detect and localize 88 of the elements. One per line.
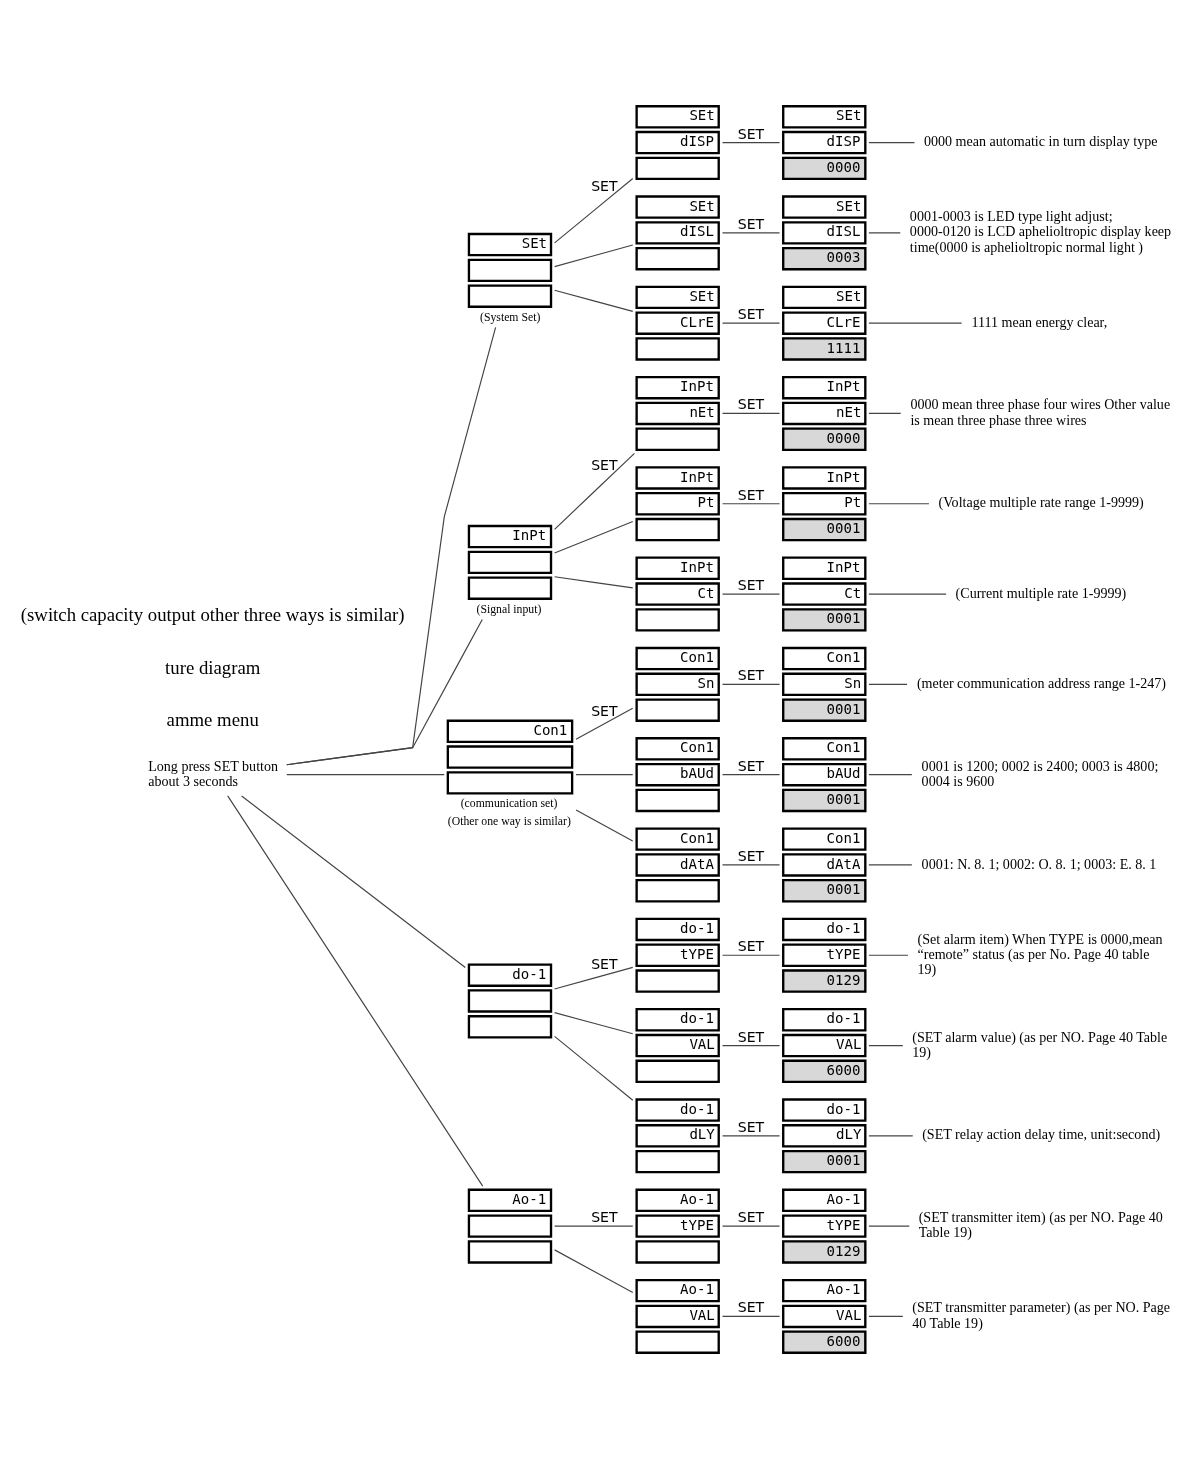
label: (switch capacity output other three ways is similar) xyxy=(20,603,405,625)
connector xyxy=(721,1135,781,1137)
connector xyxy=(575,774,634,776)
connector xyxy=(721,1315,781,1318)
connector xyxy=(554,244,634,268)
edge-label: SET xyxy=(737,215,765,232)
node-text: 0001 is 1200; 0002 is 2400; 0003 is 4800; 0004 is 9600 xyxy=(921,757,1159,789)
edge-label: SET xyxy=(737,1028,765,1045)
node-text: Long press SET button about 3 seconds xyxy=(148,757,279,789)
connector xyxy=(868,141,916,144)
edge-label: SET xyxy=(737,938,765,955)
connector xyxy=(241,795,466,969)
connector xyxy=(868,503,930,505)
edge-label: SET xyxy=(737,396,765,413)
edge-label: SET xyxy=(591,1209,618,1226)
connector xyxy=(721,683,781,685)
connector xyxy=(554,1249,634,1294)
node-text: 0000 mean three phase four wires Other value is mean three phase three wires xyxy=(910,396,1171,428)
connector xyxy=(721,412,781,415)
edge-label: SET xyxy=(591,457,618,474)
node-text: (Voltage multiple rate range 1-9999) xyxy=(938,494,1144,511)
connector xyxy=(554,966,634,990)
node-text: 0000 mean automatic in turn display type xyxy=(923,133,1158,150)
edge-label: SET xyxy=(737,577,765,594)
node-label: (Signal input) xyxy=(476,602,542,616)
connector xyxy=(868,774,913,776)
node-text: 0001-0003 is LED type light adjust; 0000-0120 is LCD aphelioltropic display keep time(0000 is aphelioltropic normal light ) xyxy=(909,208,1172,255)
edge-label: SET xyxy=(737,667,765,684)
connector xyxy=(286,774,445,776)
connector xyxy=(554,1035,634,1101)
connector xyxy=(554,1225,634,1227)
connector xyxy=(721,141,781,144)
node-label: (communication set) xyxy=(460,797,558,811)
connector xyxy=(721,503,781,505)
node-label: (System Set) xyxy=(480,310,541,324)
edge-label: SET xyxy=(591,702,618,719)
connector xyxy=(721,774,781,776)
connector xyxy=(575,707,634,740)
edge-label: SET xyxy=(737,847,765,864)
connector xyxy=(227,795,484,1187)
edge-label: SET xyxy=(737,1299,765,1316)
connector xyxy=(868,864,913,866)
connector xyxy=(721,1225,781,1227)
edge-label: SET xyxy=(591,955,618,972)
edge-label: SET xyxy=(591,178,618,195)
connector xyxy=(868,1044,904,1047)
edge-label: SET xyxy=(737,1209,765,1226)
connector xyxy=(868,1225,910,1227)
node-text: (SET transmitter parameter) (as per NO. Page 40 Table 19) xyxy=(912,1299,1171,1331)
node-text: (SET relay action delay time, unit:second) xyxy=(922,1126,1161,1143)
connector xyxy=(554,520,634,554)
node-text: 0001: N. 8. 1; 0002: O. 8. 1; 0003: E. 8. 1 xyxy=(921,855,1157,872)
connector xyxy=(554,576,634,589)
edge-label: SET xyxy=(737,486,765,503)
connector xyxy=(868,593,947,595)
node-text: (SET transmitter item) (as per NO. Page 40 Table 19) xyxy=(918,1209,1163,1241)
edge-label: SET xyxy=(737,1118,765,1135)
node-text: (Current multiple rate 1-9999) xyxy=(955,584,1127,601)
connector xyxy=(868,412,902,415)
connector xyxy=(721,1044,781,1047)
connector xyxy=(868,232,901,234)
connector xyxy=(554,452,636,530)
edge-label: SET xyxy=(737,757,765,774)
connector xyxy=(868,322,963,324)
node-label: (Other one way is similar) xyxy=(447,815,571,829)
node-text: (Set alarm item) When TYPE is 0000,mean “remote” status (as per No. Page 40 table 19) xyxy=(917,930,1163,978)
connector xyxy=(286,326,497,766)
connector xyxy=(721,864,781,866)
connector xyxy=(721,954,781,956)
connector xyxy=(868,683,908,685)
connector xyxy=(575,809,634,842)
node-text: (SET alarm value) (as per NO. Page 40 Table 19) xyxy=(912,1028,1168,1060)
connector xyxy=(721,322,781,324)
connector xyxy=(868,1135,914,1137)
node-text: (meter communication address range 1-247) xyxy=(916,674,1167,691)
connector xyxy=(868,954,909,956)
connector xyxy=(721,593,781,595)
edge-label: SET xyxy=(737,306,765,323)
connector xyxy=(721,232,781,234)
label: amme menu xyxy=(166,709,259,731)
connector xyxy=(286,618,483,766)
node-text: 1111 mean energy clear, xyxy=(971,313,1108,330)
connector xyxy=(554,1012,634,1035)
connector xyxy=(554,289,634,312)
label: ture diagram xyxy=(165,656,261,678)
edge-label: SET xyxy=(737,125,765,142)
connector xyxy=(554,177,634,244)
connector xyxy=(868,1315,904,1318)
